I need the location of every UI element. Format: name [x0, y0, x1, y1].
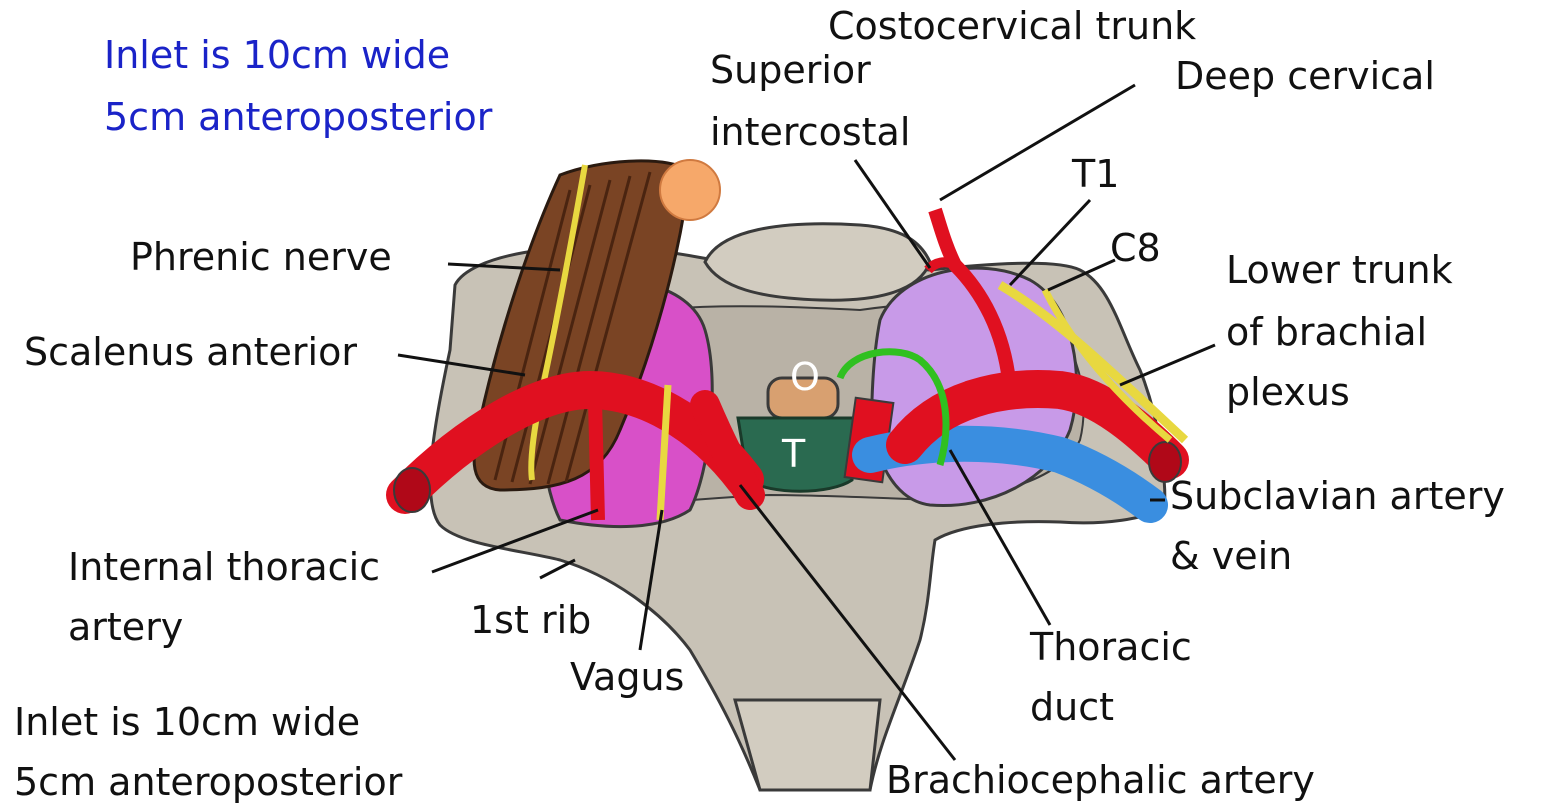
label-superior-intercostal-line2: intercostal — [710, 110, 910, 155]
left-subclavian-artery-cut — [394, 468, 430, 512]
label-internal-thoracic-line2: artery — [68, 605, 183, 650]
label-superior-intercostal-line1: Superior — [710, 48, 871, 93]
label-thoracic-duct-line1: Thoracic — [1030, 625, 1192, 670]
label-vagus: Vagus — [570, 655, 684, 700]
scalene-tubercle — [660, 160, 720, 220]
label-t1: T1 — [1072, 152, 1119, 197]
inlet-note-bottom-line2: 5cm anteroposterior — [14, 760, 402, 805]
label-subclavian-line1: Subclavian artery — [1170, 474, 1505, 519]
inlet-note-bottom-line1: Inlet is 10cm wide — [14, 700, 360, 745]
label-thoracic-duct-line2: duct — [1030, 685, 1114, 730]
label-internal-thoracic-line1: Internal thoracic — [68, 545, 380, 590]
oesophagus-letter: O — [790, 355, 820, 400]
inlet-note-top-line1: Inlet is 10cm wide — [104, 33, 450, 78]
internal-thoracic-artery — [595, 400, 598, 520]
label-brachiocephalic-artery: Brachiocephalic artery — [886, 758, 1315, 803]
label-phrenic-nerve: Phrenic nerve — [130, 235, 392, 280]
label-c8: C8 — [1110, 226, 1161, 271]
label-lower-trunk-line1: Lower trunk — [1226, 248, 1453, 293]
vertebra-body — [705, 224, 930, 300]
label-lower-trunk-line2: of brachial — [1226, 310, 1427, 355]
label-costocervical-trunk: Costocervical trunk — [828, 4, 1196, 49]
label-lower-trunk-line3: plexus — [1226, 370, 1350, 415]
label-deep-cervical: Deep cervical — [1175, 54, 1435, 99]
label-scalenus-anterior: Scalenus anterior — [24, 330, 357, 375]
inlet-note-top-line2: 5cm anteroposterior — [104, 95, 492, 140]
leader-first-rib — [540, 560, 575, 578]
trachea-letter: T — [782, 432, 805, 477]
label-first-rib: 1st rib — [470, 598, 591, 643]
manubrium — [735, 700, 880, 790]
label-subclavian-line2: & vein — [1170, 534, 1292, 579]
